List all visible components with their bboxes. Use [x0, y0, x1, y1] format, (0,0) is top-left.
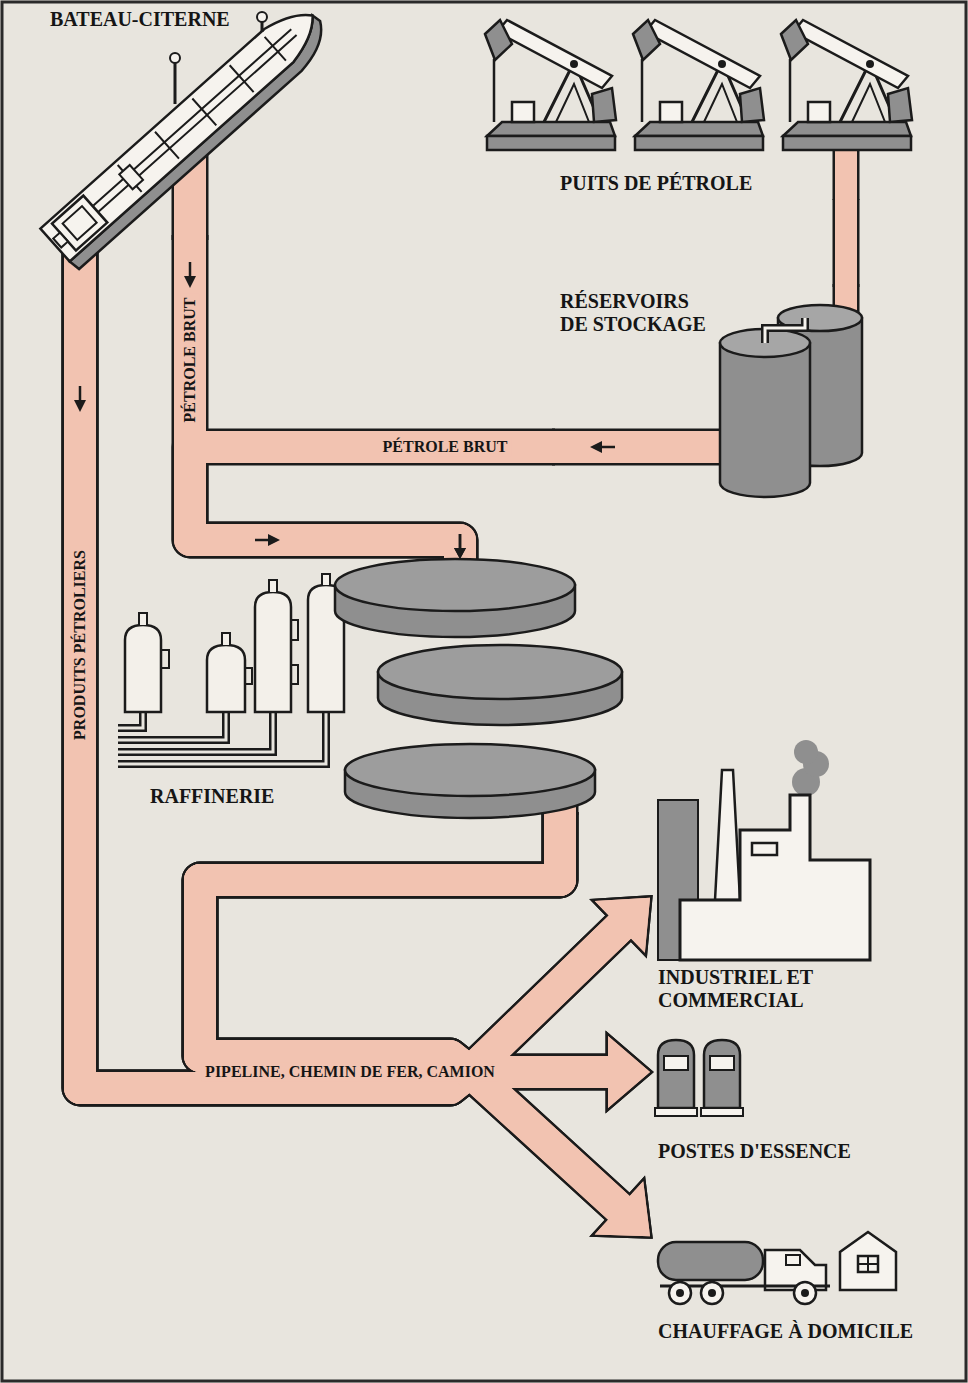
flow-arrow-head [454, 548, 466, 559]
node-label: RÉSERVOIRS DE STOCKAGE [560, 290, 712, 336]
home-heating: CHAUFFAGE À DOMICILE [650, 1228, 950, 1353]
node-label: BATEAU-CITERNE [50, 8, 230, 31]
node-label: RAFFINERIE [150, 785, 274, 808]
tanker-ship: BATEAU-CITERNE [40, 4, 310, 235]
gas-station: POSTES D'ESSENCE [650, 1030, 900, 1170]
pipe-stub [190, 146, 846, 815]
flow-arrow [74, 262, 615, 546]
pipe-label: PÉTROLE BRUT [379, 437, 512, 456]
node-label: INDUSTRIEL ET COMMERCIAL [658, 966, 818, 1012]
pipe-outline [80, 235, 622, 1211]
refinery: RAFFINERIE [115, 565, 625, 812]
refinery-drawing [118, 559, 622, 818]
arrow-head [595, 898, 650, 953]
pipe-outline [200, 812, 622, 1211]
arrow-head [608, 1036, 650, 1108]
pipe [80, 235, 622, 1211]
pipe-outline [190, 235, 460, 565]
pipe [190, 235, 460, 565]
flow-arrow-shaft [459, 534, 462, 550]
pipe-label: PIPELINE, CHEMIN DE FER, CAMION [201, 1062, 499, 1081]
industrial-plant: INDUSTRIEL ET COMMERCIAL [650, 740, 880, 1016]
arrow-head [595, 1181, 650, 1236]
pipe-outline [80, 235, 623, 1088]
flow-heads [454, 534, 466, 559]
pipe-outlines [80, 199, 846, 1236]
truck-house-drawing [658, 1232, 896, 1304]
arrow-head-outline [608, 1036, 650, 1108]
pumpjack [485, 20, 912, 150]
arrow-head-outline [608, 1036, 650, 1108]
gas-pump-drawing [655, 1040, 743, 1116]
pipe-fills [80, 199, 846, 1236]
arrow-head [608, 1036, 650, 1108]
pipe-outline [833, 199, 860, 287]
flow-arrow-head [454, 548, 466, 559]
storage-tanks: RÉSERVOIRS DE STOCKAGE [555, 287, 865, 502]
factory-drawing [658, 740, 870, 960]
pipe [835, 199, 857, 287]
tanker-drawing [40, 0, 336, 270]
node-label: POSTES D'ESSENCE [658, 1140, 851, 1163]
oil-wells: PUITS DE PÉTROLE [475, 12, 920, 199]
pipe [200, 812, 622, 1211]
pipe-label: PÉTROLE BRUT [180, 294, 199, 427]
storage-tank-drawing [720, 305, 862, 497]
arrow-head [595, 898, 650, 953]
node-label: CHAUFFAGE À DOMICILE [658, 1320, 913, 1343]
flow-arrow-shaft [459, 534, 462, 550]
pipe-label: PRODUITS PÉTROLIERS [70, 546, 89, 744]
node-label: PUITS DE PÉTROLE [560, 172, 752, 195]
arrow-head [595, 1181, 650, 1236]
pipe [80, 235, 623, 1088]
